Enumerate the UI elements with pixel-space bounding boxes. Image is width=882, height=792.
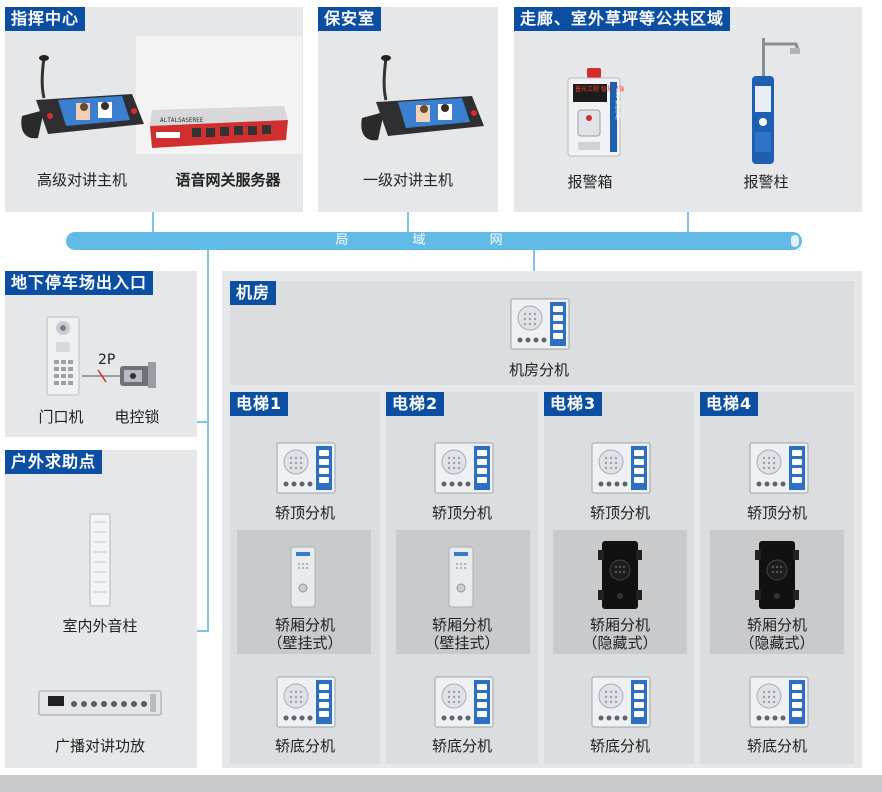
elevator-3-top-label: 轿顶分机 <box>589 504 650 522</box>
column-speaker-label: 室内外音柱 <box>62 617 138 635</box>
gateway-server-label: 语音网关服务器 <box>175 171 281 189</box>
machine-room-title: 机房 <box>230 281 277 305</box>
desk-intercom-icon <box>361 55 484 141</box>
advanced-host-label: 高级对讲主机 <box>36 171 127 189</box>
lock-wire-icon <box>82 369 122 383</box>
column-speaker-icon <box>89 513 111 607</box>
command-center-title: 指挥中心 <box>5 7 86 31</box>
elevator-1-top-label: 轿顶分机 <box>274 504 335 522</box>
elevator-1-car-label: 轿厢分机 <box>274 616 335 634</box>
elevator-2-top-label: 轿顶分机 <box>431 504 492 522</box>
lan-bus: 局 域 网 <box>66 232 802 250</box>
alarm-box-icon: 普光工程 智慧终端 SOS 紧急求助 <box>567 68 624 157</box>
electric-lock-label: 电控锁 <box>114 408 160 426</box>
parking-title: 地下停车场出入口 <box>5 271 154 295</box>
link-machine-room <box>533 250 535 271</box>
elevator-1-car-type: （壁挂式） <box>267 634 343 652</box>
lan-bus-end-cap <box>791 235 799 247</box>
alarm-pillar-label: 报警柱 <box>743 173 789 191</box>
primary-host-label: 一级对讲主机 <box>362 171 453 189</box>
elevator-4-top-label: 轿顶分机 <box>746 504 807 522</box>
elevator-3-title: 电梯3 <box>544 392 603 416</box>
elevator-4-car-label: 轿厢分机 <box>746 616 807 634</box>
link-left-trunk <box>207 250 209 632</box>
elevator-3-bottom-label: 轿底分机 <box>589 737 650 755</box>
wall-car-intercom-icon <box>290 546 316 608</box>
car-bottom-extension-icon <box>276 676 336 732</box>
gateway-server-icon: ALTALSASEREE <box>150 106 288 148</box>
link-public-area <box>687 212 689 234</box>
alarm-box-display-text: 普光工程 智慧终端 <box>575 85 624 93</box>
elevator-1-bottom-label: 轿底分机 <box>274 737 335 755</box>
amplifier-icon <box>38 690 162 716</box>
desk-intercom-icon <box>21 55 144 139</box>
door-station-icon <box>46 316 80 396</box>
car-bottom-extension-icon <box>434 676 494 732</box>
bottom-border <box>0 775 882 792</box>
hidden-car-intercom-icon <box>755 541 799 609</box>
alarm-box-label: 报警箱 <box>567 173 613 191</box>
car-top-extension-icon <box>434 442 494 498</box>
elevator-4-bottom-label: 轿底分机 <box>746 737 807 755</box>
wire-label: 2P <box>98 352 116 368</box>
elevator-3-car-label: 轿厢分机 <box>589 616 650 634</box>
outdoor-title: 户外求助点 <box>5 450 103 474</box>
car-top-extension-icon <box>591 442 651 498</box>
car-top-extension-icon <box>749 442 809 498</box>
link-security-room <box>407 212 409 234</box>
elevator-3-car-type: （隐藏式） <box>582 634 658 652</box>
elevator-4-car-type: （隐藏式） <box>739 634 815 652</box>
lan-label: 局 域 网 <box>335 233 533 248</box>
link-command-center <box>152 212 154 234</box>
machine-room-extension-icon <box>510 298 570 354</box>
car-top-extension-icon <box>276 442 336 498</box>
parking-panel <box>5 271 197 437</box>
elevator-4-title: 电梯4 <box>700 392 759 416</box>
electric-lock-icon <box>120 362 156 388</box>
machine-room-extension-label: 机房分机 <box>508 361 569 379</box>
public-area-title: 走廊、室外草坪等公共区域 <box>514 7 731 31</box>
amplifier-label: 广播对讲功放 <box>54 737 145 755</box>
wall-car-intercom-icon <box>448 546 474 608</box>
security-room-title: 保安室 <box>318 7 382 31</box>
door-station-label: 门口机 <box>38 408 84 426</box>
link-outdoor <box>197 630 209 632</box>
car-bottom-extension-icon <box>749 676 809 732</box>
elevator-2-bottom-label: 轿底分机 <box>431 737 492 755</box>
link-parking <box>197 421 209 423</box>
alarm-pillar-icon <box>752 38 800 164</box>
elevator-2-car-label: 轿厢分机 <box>431 616 492 634</box>
car-bottom-extension-icon <box>591 676 651 732</box>
alarm-box-side-text: SOS 紧急求助 <box>614 88 621 120</box>
elevator-2-title: 电梯2 <box>386 392 445 416</box>
elevator-1-title: 电梯1 <box>230 392 289 416</box>
gateway-screen-text: ALTALSASEREE <box>160 117 204 124</box>
outdoor-panel <box>5 450 197 768</box>
hidden-car-intercom-icon <box>598 541 642 609</box>
elevator-2-car-type: （壁挂式） <box>424 634 500 652</box>
